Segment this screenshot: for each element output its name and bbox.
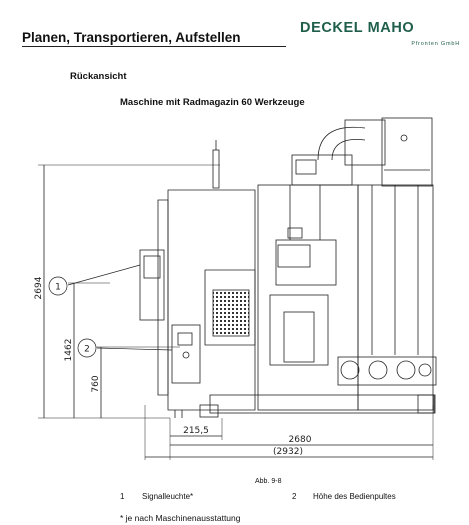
dim-total-height: 2694 bbox=[34, 276, 44, 299]
logo-wordmark: DECKEL MAHO bbox=[300, 20, 415, 36]
dim-panel-height: 1462 bbox=[64, 339, 74, 362]
company-logo: DECKEL MAHO Pfronten GmbH bbox=[300, 20, 460, 52]
dim-total-width: (2932) bbox=[273, 447, 303, 457]
legend-number: 1 bbox=[120, 492, 125, 501]
drawing-subtitle: Maschine mit Radmagazin 60 Werkzeuge bbox=[120, 97, 305, 108]
legend-number: 2 bbox=[292, 492, 297, 501]
dim-width: 2680 bbox=[289, 435, 312, 445]
callout-2: 2 bbox=[84, 345, 90, 355]
page-title: Planen, Transportieren, Aufstellen bbox=[22, 30, 241, 45]
callout-1: 1 bbox=[55, 283, 61, 293]
logo-subline: Pfronten GmbH bbox=[411, 41, 460, 47]
figure-label: Abb. 9-8 bbox=[255, 478, 282, 485]
legend-text: Signalleuchte* bbox=[142, 492, 194, 501]
footnote: * je nach Maschinenausstattung bbox=[120, 513, 241, 523]
header-rule bbox=[22, 46, 286, 47]
view-label: Rückansicht bbox=[70, 71, 127, 82]
legend-text: Höhe des Bedienpultes bbox=[313, 492, 396, 501]
dim-offset: 215,5 bbox=[183, 426, 209, 436]
dim-signal-height: 760 bbox=[91, 375, 101, 392]
